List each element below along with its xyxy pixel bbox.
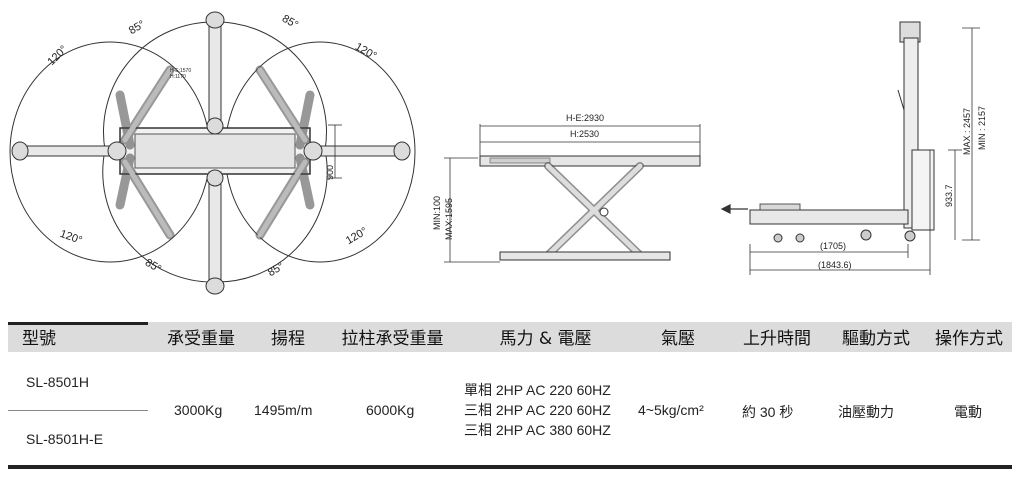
top-view-inner-label-b: H:1170 [170,74,186,80]
angle-label: 120° [45,43,70,68]
header-accent-line [8,322,148,325]
top-view-drawing: 900 H-E:1570 H:1170 85° 85° 120° 120° 12… [9,11,416,295]
header-capacity: 承受重量 [167,329,235,349]
angle-label: 120° [58,228,83,247]
angle-label: 85° [280,13,300,32]
capacity-value: 3000Kg [174,402,223,418]
header-pull-capacity: 拉柱承受重量 [341,329,444,349]
angle-label: 120° [353,41,379,63]
header-lift-height: 揚程 [271,329,305,349]
operation-value: 電動 [954,404,982,420]
side-view-length-he: H-E:2930 [566,113,604,123]
rise-time-value: 約 30 秒 [742,404,794,420]
model-separator [8,410,148,411]
air-pressure-value: 4~5kg/cm² [638,402,704,418]
end-view-max-height: MAX : 2457 [962,108,972,155]
technical-drawings: 900 H-E:1570 H:1170 85° 85° 120° 120° 12… [9,11,987,295]
header-operation: 操作方式 [935,329,1003,349]
table-header-bar [8,322,1012,352]
header-power: 馬力 & 電壓 [499,329,592,349]
side-view-height-min: MIN:100 [432,196,442,230]
top-view-width-dim: 900 [325,165,335,180]
power-values: 單相 2HP AC 220 60HZ 三相 2HP AC 220 60HZ 三相… [464,380,611,440]
header-air-pressure: 氣壓 [661,329,695,349]
top-view-inner-label-a: H-E:1570 [170,68,191,74]
header-drive: 驅動方式 [842,329,910,349]
end-view-column-height: 933.7 [944,184,954,207]
angle-label: 85° [127,18,147,37]
model-name: SL-8501H [26,374,90,390]
pull-capacity-value: 6000Kg [366,402,415,418]
angle-label: 85° [266,260,286,279]
power-line: 三相 2HP AC 220 60HZ [464,402,611,418]
end-view-min-height: MIN : 2157 [977,106,987,150]
table-bottom-rule [8,465,1012,469]
angle-label: 120° [344,225,370,247]
header-model: 型號 [22,329,56,349]
drive-value: 油壓動力 [838,404,894,420]
end-view-length-inner: (1705) [820,241,846,251]
side-view-height-max: MAX:1595 [444,198,454,240]
power-line: 三相 2HP AC 380 60HZ [464,422,611,438]
power-line: 單相 2HP AC 220 60HZ [464,382,611,398]
header-rise-time: 上升時間 [743,329,811,349]
spec-table: 型號 承受重量 揚程 拉柱承受重量 馬力 & 電壓 氣壓 上升時間 驅動方式 操… [8,322,1012,472]
end-view-length-outer: (1843.6) [818,260,852,270]
lift-height-value: 1495m/m [254,402,313,418]
side-view-length-h: H:2530 [570,129,599,139]
model-name: SL-8501H-E [26,431,104,447]
